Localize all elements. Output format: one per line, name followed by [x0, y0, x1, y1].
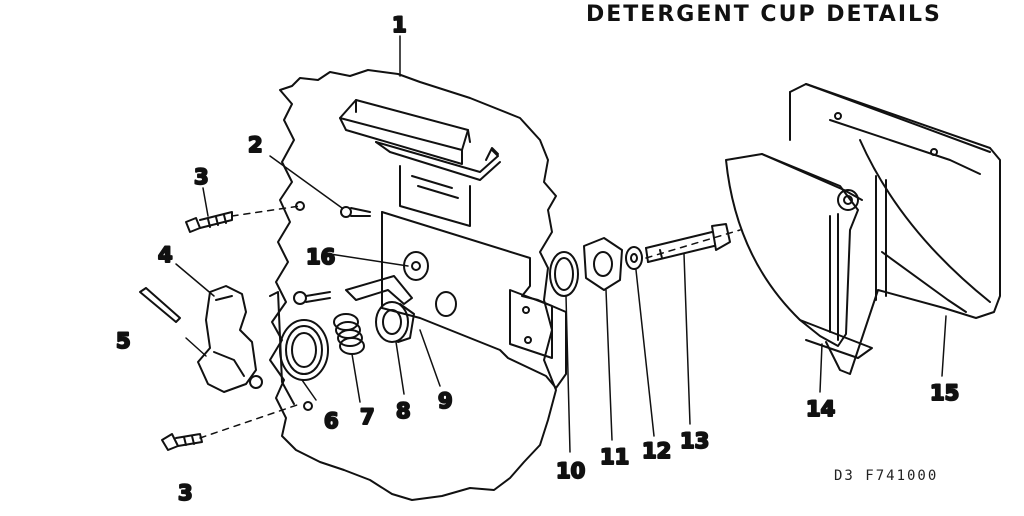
callout-1: 1: [392, 13, 407, 37]
callout-13: 13: [680, 429, 709, 453]
callout-16: 16: [306, 245, 335, 269]
callout-12: 12: [642, 439, 671, 463]
callout-6: 6: [324, 409, 339, 433]
compression-spring: [333, 313, 365, 355]
screw-hole-lower: [303, 401, 313, 411]
callout-9: 9: [438, 389, 453, 413]
callout-15: 15: [930, 381, 959, 405]
callout-3: 3: [194, 165, 209, 189]
door-panel: [269, 69, 557, 501]
callouts: 1 2 3 3 4 5 6 7 8 9 10 11 12 13 14 15 16: [115, 12, 960, 506]
drawing-code: D3 F741000: [834, 468, 939, 484]
pin: [139, 287, 181, 323]
callout-11: 11: [600, 445, 629, 469]
diagram-title: DETERGENT CUP DETAILS: [586, 2, 942, 27]
callout-10: 10: [556, 459, 585, 483]
callout-3: 3: [178, 481, 193, 505]
screw-upper: [185, 211, 233, 233]
torsion-spring: [269, 291, 329, 405]
washer: [625, 246, 643, 270]
cam: [375, 301, 415, 343]
cup-housing: [789, 83, 1001, 375]
screw-hole-upper: [295, 201, 305, 211]
detergent-cup: [339, 99, 501, 227]
screw-lower: [161, 433, 203, 451]
assembly-lines: [199, 205, 741, 439]
screw-2: [340, 206, 371, 218]
callout-14: 14: [806, 397, 835, 421]
lever-bracket: [345, 275, 413, 305]
gasket: [549, 251, 579, 297]
cup-slide-plate: [381, 211, 567, 389]
callout-5: 5: [116, 329, 131, 353]
leader-lines: [175, 35, 947, 453]
callout-8: 8: [396, 399, 411, 423]
cup-cover: [725, 153, 873, 359]
small-screw: [293, 291, 331, 305]
hinge-pin: [645, 223, 731, 263]
callout-7: 7: [360, 405, 375, 429]
callout-4: 4: [158, 243, 173, 267]
callout-2: 2: [248, 133, 263, 157]
hinge-nut: [583, 237, 623, 291]
latch-lever: [197, 285, 263, 393]
